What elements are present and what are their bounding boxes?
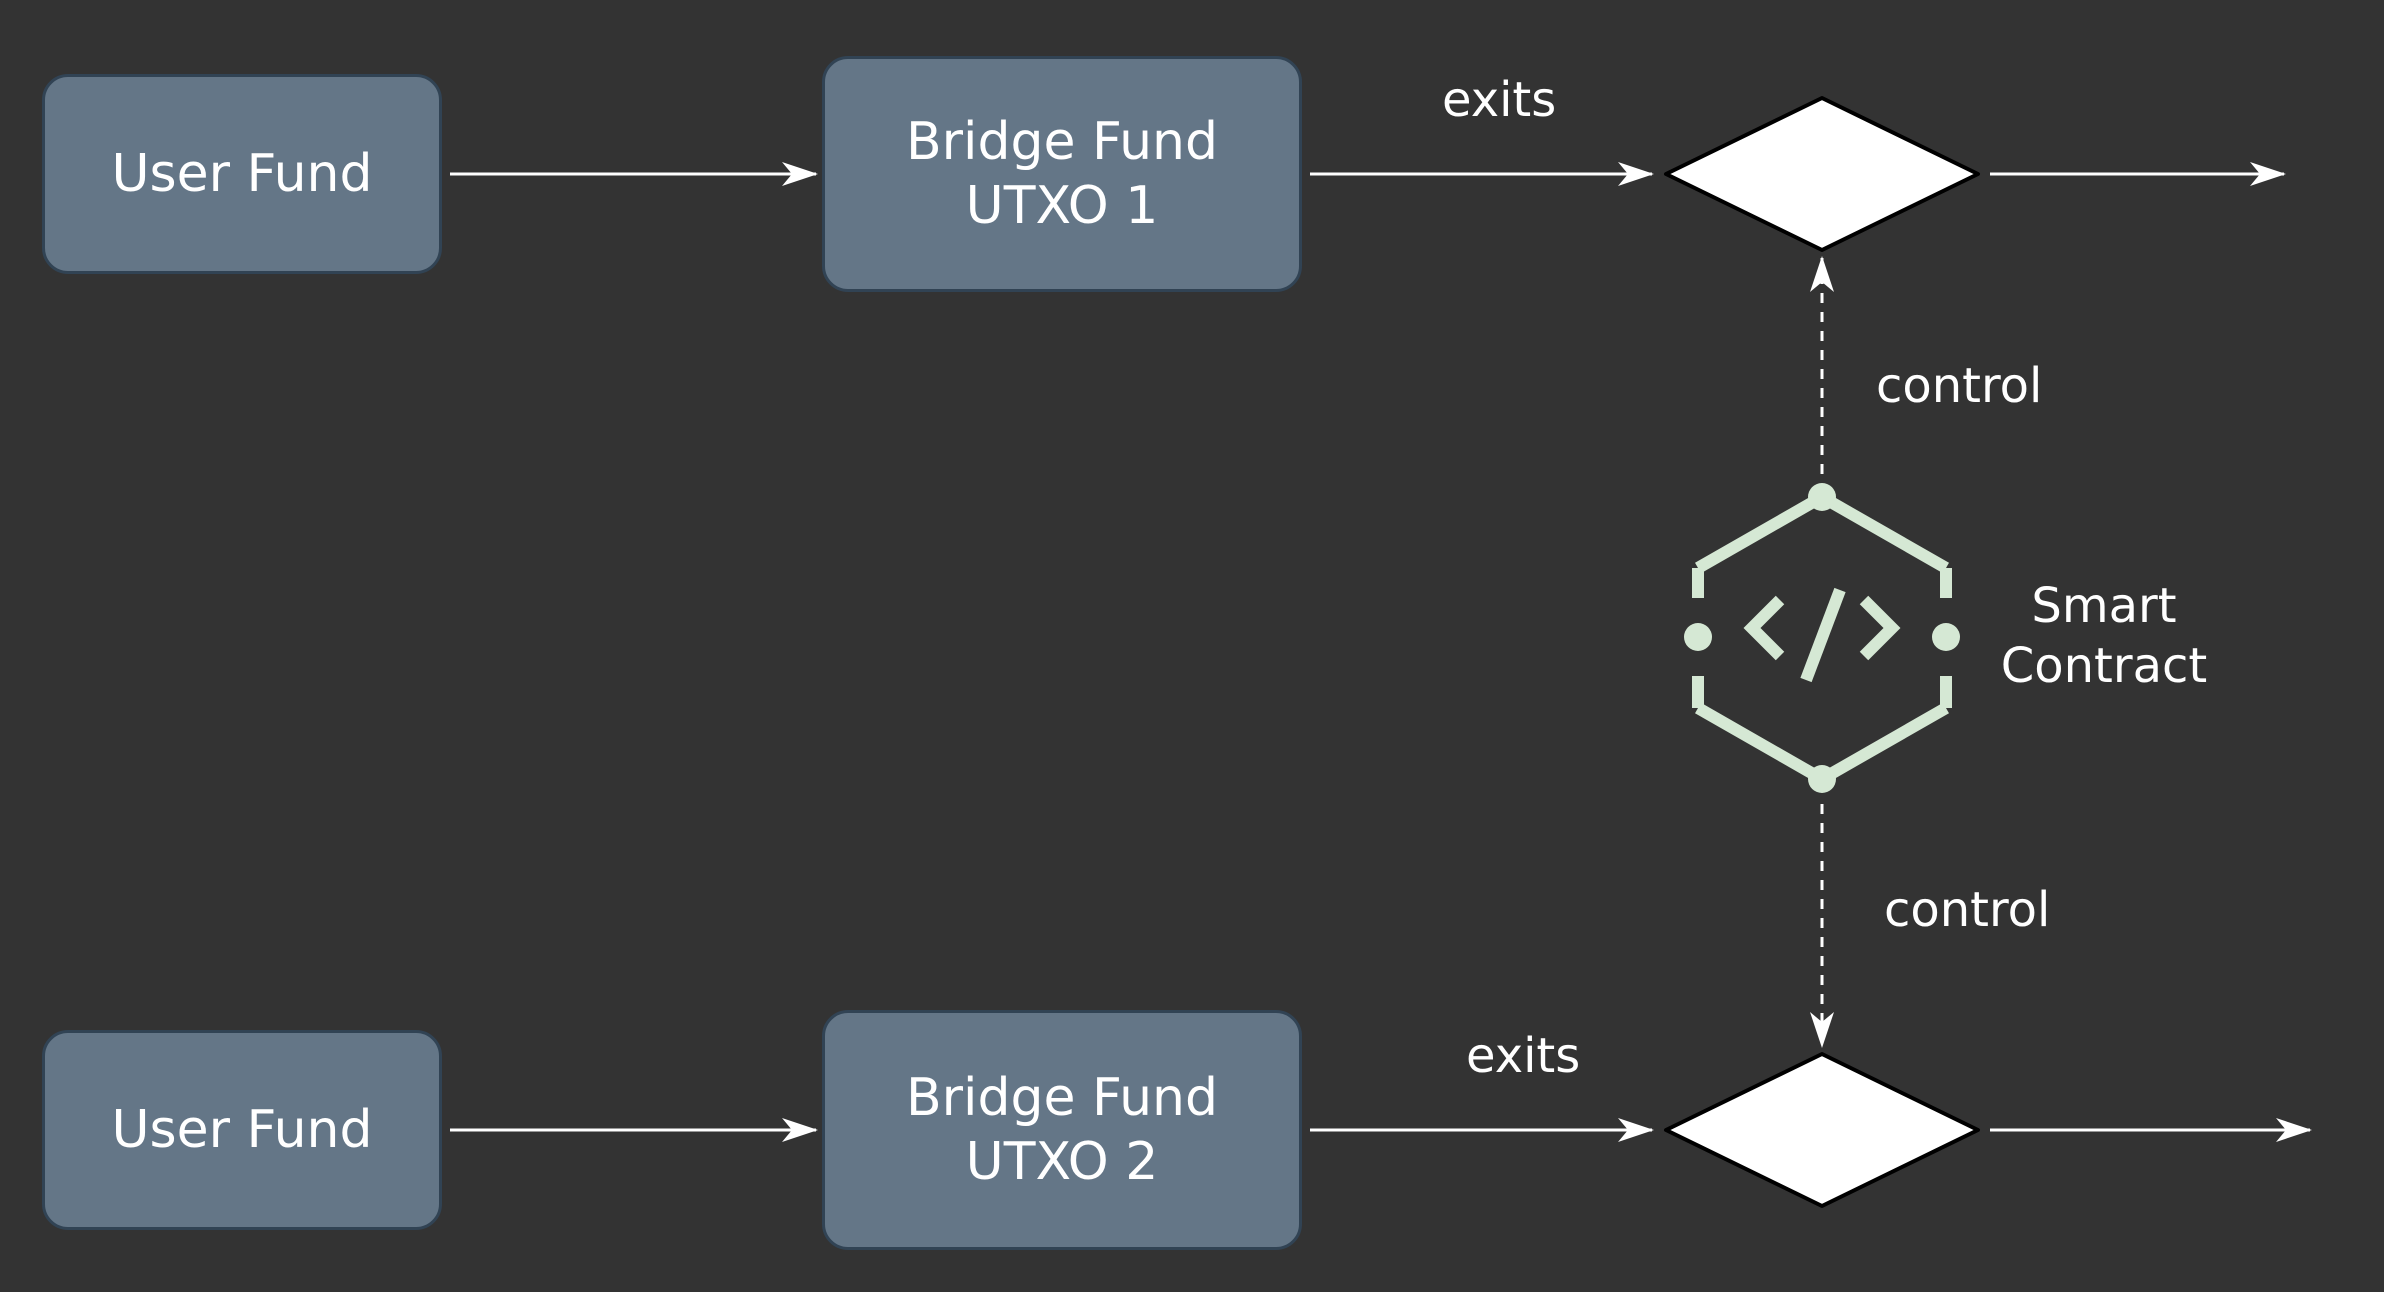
- control-label-top: control: [1876, 358, 2043, 414]
- bridge-fund-label-2-line2: UTXO 2: [965, 1132, 1159, 1192]
- bridge-fund-box-1: Bridge Fund UTXO 1: [822, 56, 1302, 292]
- user-fund-box-1: User Fund: [42, 74, 442, 274]
- decision-diamond-bottom: [1664, 1052, 1980, 1208]
- bridge-fund-label-1-line1: Bridge Fund: [905, 112, 1219, 172]
- user-fund-label-2: User Fund: [111, 1100, 373, 1160]
- exits-label-1: exits: [1442, 72, 1557, 128]
- smart-contract-label-line1: Smart: [2031, 578, 2177, 634]
- bridge-fund-label-1-line2: UTXO 1: [965, 176, 1159, 236]
- bridge-fund-label-2-line1: Bridge Fund: [905, 1068, 1219, 1128]
- user-fund-box-2: User Fund: [42, 1030, 442, 1230]
- exits-label-2: exits: [1466, 1028, 1581, 1084]
- control-label-bottom: control: [1884, 882, 2051, 938]
- bridge-fund-box-2: Bridge Fund UTXO 2: [822, 1010, 1302, 1250]
- smart-contract-label-line2: Contract: [2000, 638, 2208, 694]
- user-fund-label-1: User Fund: [111, 144, 373, 204]
- code-hexagon-icon: [1692, 491, 1952, 785]
- hexagon-nodes: [1684, 483, 1960, 793]
- decision-diamond-top: [1664, 96, 1980, 252]
- smart-contract-label: Smart Contract: [1994, 576, 2214, 696]
